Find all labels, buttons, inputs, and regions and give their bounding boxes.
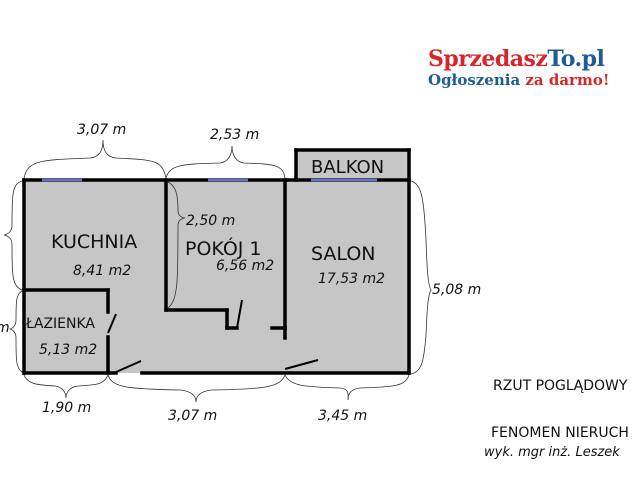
logo-brand-red: Sprzedasz	[428, 46, 548, 72]
entrance-door	[115, 360, 142, 373]
author-credit: wyk. mgr inż. Leszek	[484, 445, 620, 460]
walls	[22, 148, 411, 375]
dim-room1-depth: 2,50 m	[186, 213, 236, 229]
dim-top-kitchen: 3,07 m	[77, 122, 127, 138]
dim-left-bathroom: m	[0, 320, 10, 336]
dim-bottom-middle: 3,07 m	[168, 408, 218, 424]
logo-tagline-red: za darmo!	[525, 71, 610, 89]
room-area-bathroom: 5,13 m2	[39, 342, 98, 358]
dim-top-room1: 2,53 m	[210, 127, 260, 143]
bathroom-door	[107, 313, 117, 334]
room-area-room1: 6,56 m2	[216, 258, 275, 274]
room-area-kitchen: 8,41 m2	[73, 263, 132, 279]
dim-bottom-bathroom: 1,90 m	[42, 400, 92, 416]
room-name-salon: SALON	[311, 243, 376, 265]
dim-right-salon: 5,08 m	[432, 282, 482, 298]
room1-door	[236, 299, 243, 329]
room-name-bathroom: ŁAZIENKA	[26, 316, 95, 332]
room-area-salon: 17,53 m2	[318, 271, 386, 287]
room-name-balcony: BALKON	[311, 157, 385, 178]
company-name: FENOMEN NIERUCH	[491, 425, 629, 441]
dimension-braces	[3, 139, 432, 403]
room-name-room1: POKÓJ 1	[185, 238, 262, 260]
logo-brand-blue: To.pl	[547, 46, 605, 72]
dim-bottom-salon: 3,45 m	[318, 408, 368, 424]
salon-door	[284, 359, 319, 370]
logo-tagline-blue: Ogłoszenia	[428, 71, 526, 89]
room-name-kitchen: KUCHNIA	[51, 231, 138, 253]
floor-fill	[24, 150, 409, 373]
sprzedaszto-logo: SprzedaszTo.pl Ogłoszenia za darmo!	[428, 48, 609, 88]
plan-title: RZUT POGLĄDOWY	[493, 378, 628, 394]
doors	[107, 299, 319, 373]
